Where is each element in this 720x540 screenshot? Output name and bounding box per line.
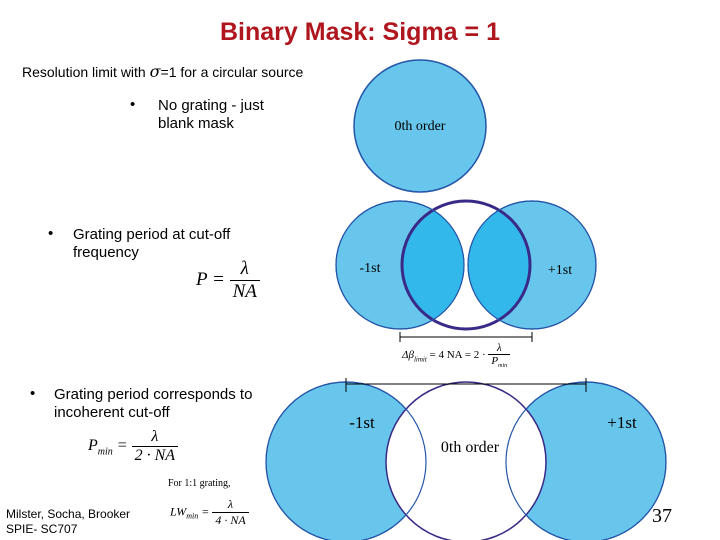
bullet-2-text: Grating period at cut-off frequency <box>73 226 230 262</box>
bullet-3-line2: incoherent cut-off <box>54 404 170 421</box>
delta-beta-sub: limit <box>413 355 427 364</box>
delta-beta-den: P <box>491 355 499 367</box>
center-zeroth-order-circle <box>400 199 532 331</box>
formula-1-den: NA <box>232 281 257 302</box>
bullet-marker-1: • <box>130 96 136 113</box>
bullet-3-text: Grating period corresponds to incoherent… <box>54 386 252 422</box>
formula-3-sub: min <box>186 511 199 521</box>
formula-2-num: λ <box>131 428 179 447</box>
delta-beta-formula: Δβlimit = 4 NA = 2 · λ Pmin <box>402 342 511 369</box>
delta-beta-den-wrap: Pmin <box>488 355 510 369</box>
bottom-plus-first-label: +1st <box>607 413 637 432</box>
bottom-zeroth-order-circle <box>385 381 547 540</box>
bullet-1-line1: No grating - just <box>158 97 264 114</box>
formula-3-prefix: For 1:1 grating, <box>168 478 231 489</box>
bullet-2-line1: Grating period at cut-off <box>73 226 231 243</box>
bullet-1-line2: blank mask <box>158 115 234 132</box>
bullet-2-line2: frequency <box>73 244 139 261</box>
subtitle-after: =1 for a circular source <box>160 64 304 80</box>
bullet-3-line1: Grating period corresponds to <box>54 386 253 403</box>
overlap-right-region <box>468 201 530 329</box>
formula-1-fraction: λ NA <box>229 258 260 303</box>
mid-plus-first-label: +1st <box>548 263 572 278</box>
credit: Milster, Socha, Brooker SPIE- SC707 <box>6 507 130 537</box>
formula-3-den: 4 · NA <box>215 513 246 527</box>
credit-line2: SPIE- SC707 <box>6 522 78 536</box>
top-zeroth-order-label: 0th order <box>395 119 446 134</box>
formula-2-eq: = <box>116 437 128 455</box>
delta-beta-lhs: Δβ <box>402 349 414 362</box>
formula-2-lhs: P <box>88 437 98 455</box>
formula-3-num: λ <box>212 497 249 513</box>
formula-2-den: 2 · NA <box>134 447 176 464</box>
delta-beta-mid: = 4 NA = 2 · <box>429 349 486 362</box>
delta-beta-num: λ <box>488 342 511 355</box>
bottom-minus-first-label: -1st <box>349 413 375 432</box>
subtitle: Resolution limit with σ=1 for a circular… <box>22 62 303 81</box>
subtitle-before: Resolution limit with <box>22 64 150 80</box>
credit-line1: Milster, Socha, Brooker <box>6 507 131 521</box>
page-title: Binary Mask: Sigma = 1 <box>220 18 500 46</box>
formula-1-lhs: P = <box>196 268 225 290</box>
mid-minus-first-label: -1st <box>360 261 381 276</box>
delta-beta-den-sub: min <box>498 363 508 370</box>
overlap-left-region <box>402 201 464 329</box>
minus-first-outline <box>335 200 465 330</box>
zeroth-order-circle <box>353 59 487 193</box>
delta-beta-fraction: λ Pmin <box>488 342 511 369</box>
formula-3-eq: = <box>201 504 210 519</box>
bullet-1-text: No grating - just blank mask <box>158 97 264 133</box>
formula-2-fraction: λ 2 · NA <box>131 428 179 465</box>
formula-pmin: Pmin = λ 2 · NA <box>88 428 179 465</box>
formula-1-num: λ <box>229 258 260 281</box>
bullet-marker-2: • <box>48 225 54 242</box>
page-number: 37 <box>652 505 672 527</box>
formula-period-cutoff: P = λ NA <box>196 258 260 303</box>
bullet-marker-3: • <box>30 385 36 402</box>
plus-first-outline <box>467 200 597 330</box>
formula-3-fraction: λ 4 · NA <box>212 497 249 528</box>
bottom-zeroth-order-label: 0th order <box>441 439 500 456</box>
formula-3-lhs: LW <box>170 504 187 519</box>
sigma-symbol: σ <box>149 62 161 81</box>
formula-lwmin: LWmin = λ 4 · NA <box>170 497 249 528</box>
formula-2-sub: min <box>97 446 113 458</box>
